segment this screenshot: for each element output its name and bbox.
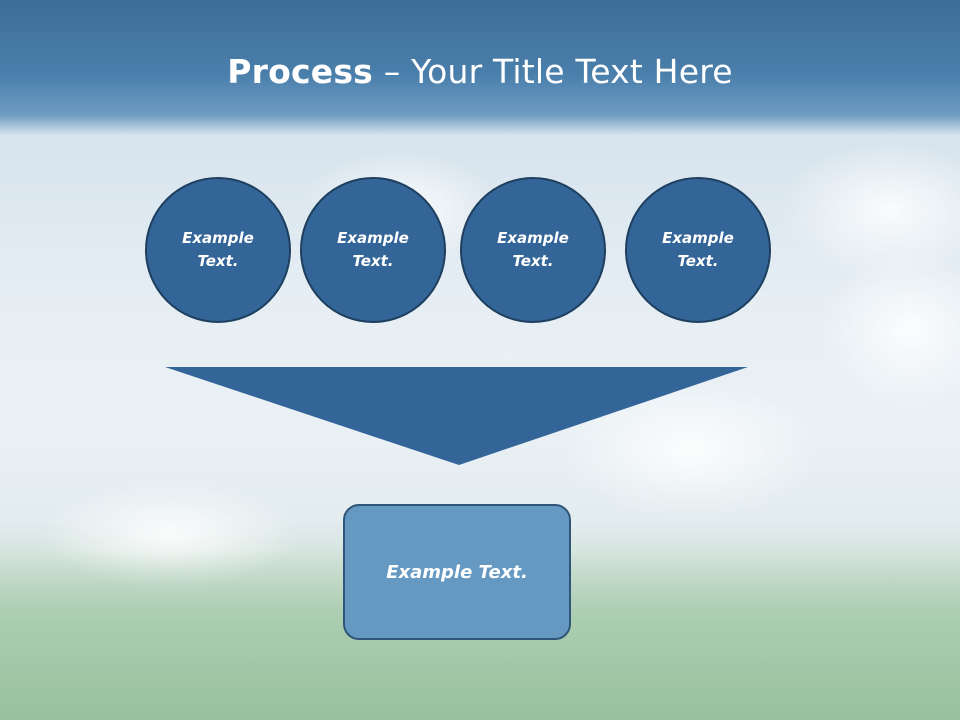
circle-label: Example Text. <box>337 229 409 270</box>
circle-label: Example Text. <box>662 229 734 270</box>
process-circle-3[interactable]: Example Text. <box>460 177 606 323</box>
result-box[interactable]: Example Text. <box>343 504 571 640</box>
circle-label: Example Text. <box>497 229 569 270</box>
funnel-arrow <box>165 367 748 465</box>
process-circle-4[interactable]: Example Text. <box>625 177 771 323</box>
funnel-triangle <box>165 367 748 465</box>
result-label: Example Text. <box>386 561 528 583</box>
process-circle-2[interactable]: Example Text. <box>300 177 446 323</box>
process-circle-1[interactable]: Example Text. <box>145 177 291 323</box>
page-title: Process – Your Title Text Here <box>0 52 960 91</box>
title-rest: – Your Title Text Here <box>373 52 733 91</box>
circle-label: Example Text. <box>182 229 254 270</box>
background-cloud <box>820 250 960 410</box>
title-bold: Process <box>227 52 374 91</box>
title-band <box>0 0 960 135</box>
